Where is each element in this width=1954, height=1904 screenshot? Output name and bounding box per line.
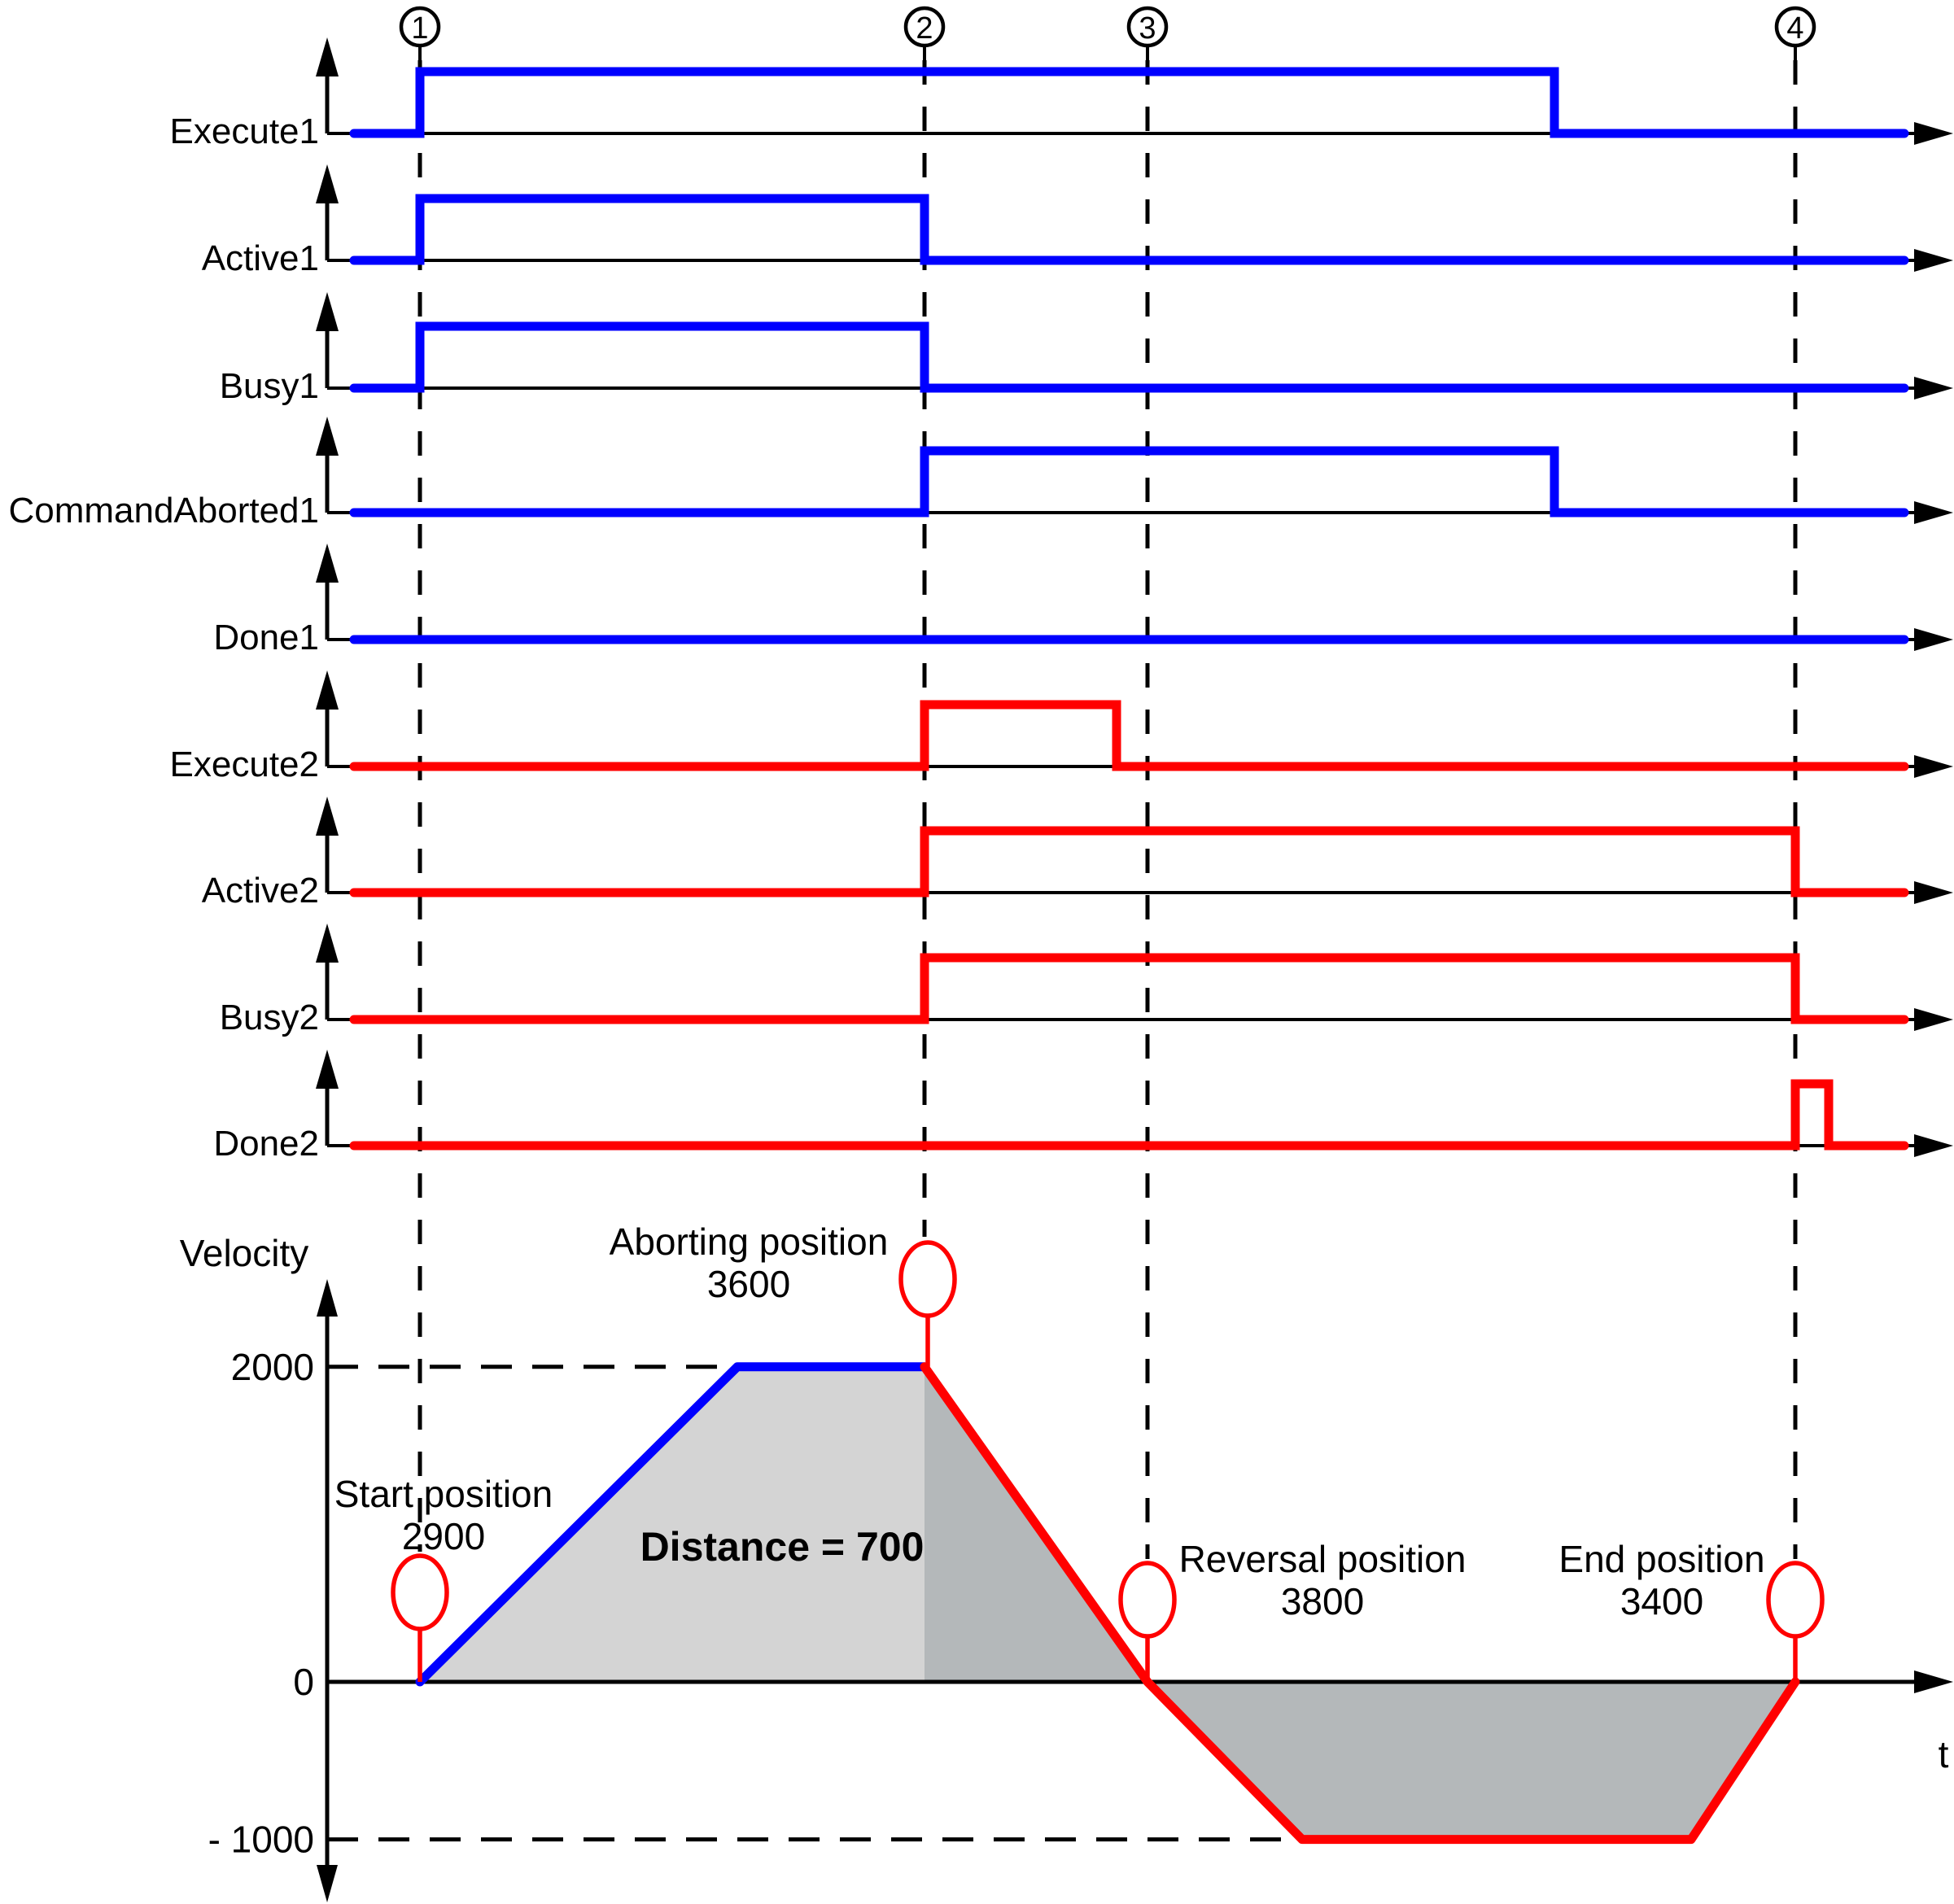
annotation-text: Start position: [334, 1473, 553, 1515]
signal-waveform: [349, 700, 1909, 771]
signal-row-active2: Active2: [202, 797, 1953, 911]
down-arrow-icon: [317, 1865, 338, 1902]
signal-row-busy1: Busy1: [220, 292, 1953, 406]
marker-circle-icon: [1126, 6, 1169, 48]
marker-number: 3: [1139, 11, 1156, 46]
time-marker-1: 1: [399, 6, 441, 48]
velocity-shaded-region: [1147, 1682, 1795, 1840]
marker-number: 4: [1786, 11, 1803, 46]
signal-label: Done1: [213, 618, 319, 657]
annotation-text: 3800: [1281, 1580, 1364, 1622]
time-marker-dashes: [417, 46, 1798, 1559]
marker-number: 2: [916, 11, 933, 46]
balloon-circle-icon: [1766, 1561, 1825, 1639]
velocity-curve-aborting-move-velocity: [920, 1362, 1800, 1845]
velocity-shaded-region: [420, 1366, 925, 1682]
signal-row-done2: Done2: [213, 1050, 1953, 1164]
signal-waveform: [349, 321, 1909, 393]
right-arrow-icon: [1914, 1670, 1953, 1693]
y-tick-label: 0: [293, 1661, 314, 1703]
time-axis-label: t: [1939, 1733, 1949, 1775]
signal-row-active1: Active1: [202, 164, 1953, 278]
signal-row-commandaborted1: CommandAborted1: [8, 417, 1953, 531]
signal-label: Execute1: [170, 111, 319, 151]
signal-label: Execute2: [170, 745, 319, 784]
up-arrow-icon: [316, 924, 339, 963]
signal-label: Active1: [202, 238, 319, 278]
signal-row-busy2: Busy2: [220, 924, 1953, 1037]
right-arrow-icon: [1914, 1134, 1953, 1157]
y-tick-label: - 1000: [208, 1819, 314, 1861]
marker-circle-icon: [399, 6, 441, 48]
signal-label: Busy1: [220, 366, 319, 406]
right-arrow-icon: [1914, 881, 1953, 904]
right-arrow-icon: [1914, 249, 1953, 272]
right-arrow-icon: [1914, 122, 1953, 145]
time-marker-4: 4: [1774, 6, 1816, 48]
signal-label: Active2: [202, 871, 319, 911]
velocity-curve-first-move-velocity: [415, 1362, 929, 1687]
right-arrow-icon: [1914, 1008, 1953, 1031]
signal-waveform: [349, 826, 1909, 897]
right-arrow-icon: [1914, 755, 1953, 778]
distance-label: Distance = 700: [640, 1524, 925, 1570]
right-arrow-icon: [1914, 628, 1953, 651]
annotation-text: 3400: [1620, 1580, 1703, 1622]
signal-row-execute2: Execute2: [170, 670, 1953, 784]
marker-number: 1: [411, 11, 428, 46]
right-arrow-icon: [1914, 501, 1953, 524]
marker-circle-icon: [903, 6, 946, 48]
signal-row-execute1: Execute1: [170, 37, 1953, 151]
signal-waveform: [349, 1079, 1909, 1151]
signal-waveform: [349, 446, 1909, 517]
velocity-axis-label: Velocity: [180, 1232, 309, 1274]
up-arrow-icon: [316, 417, 339, 456]
annotation-text: End position: [1558, 1538, 1764, 1580]
signal-waveform: [349, 953, 1909, 1024]
up-arrow-icon: [316, 37, 339, 76]
signal-waveform: [349, 194, 1909, 265]
balloon-circle-icon: [1118, 1561, 1177, 1639]
time-marker-2: 2: [903, 6, 946, 48]
right-arrow-icon: [1914, 377, 1953, 400]
signal-row-done1: Done1: [213, 544, 1953, 657]
signal-waveform: [349, 67, 1909, 138]
balloon-circle-icon: [391, 1553, 449, 1631]
annotation-text: Reversal position: [1179, 1538, 1467, 1580]
up-arrow-icon: [316, 292, 339, 331]
marker-circle-icon: [1774, 6, 1816, 48]
up-arrow-icon: [317, 1279, 338, 1317]
time-marker-3: 3: [1126, 6, 1169, 48]
annotation-text: 3600: [707, 1263, 790, 1305]
up-arrow-icon: [316, 797, 339, 836]
signal-label: Busy2: [220, 998, 319, 1037]
up-arrow-icon: [316, 544, 339, 583]
annotation-text: Aborting position: [610, 1221, 889, 1263]
up-arrow-icon: [316, 164, 339, 203]
annotation-text: 2900: [402, 1515, 485, 1557]
balloon-circle-icon: [898, 1240, 957, 1318]
signal-label: Done2: [213, 1124, 319, 1164]
signal-label: CommandAborted1: [8, 491, 319, 531]
up-arrow-icon: [316, 1050, 339, 1089]
up-arrow-icon: [316, 670, 339, 710]
y-tick-label: 2000: [231, 1346, 314, 1388]
